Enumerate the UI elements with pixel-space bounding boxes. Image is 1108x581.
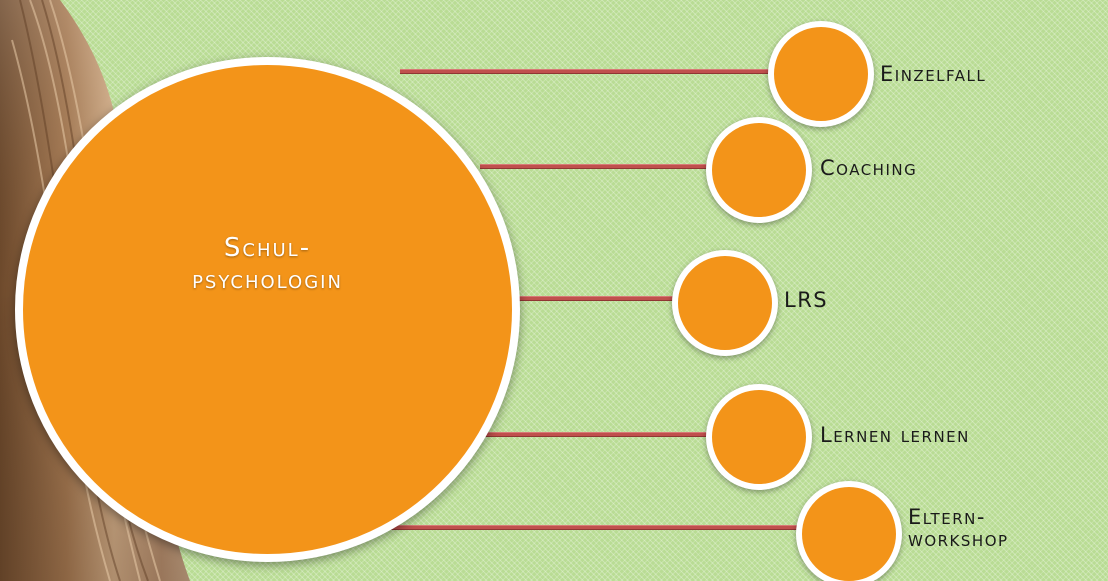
connector-elternworkshop	[385, 525, 805, 530]
center-node-circle	[15, 57, 520, 562]
node-label-lernen-lernen: Lernen lernen	[820, 424, 970, 446]
node-label-coaching: Coaching	[820, 157, 917, 179]
center-node-label-line2: psychologin	[192, 265, 343, 295]
node-label-lrs: LRS	[784, 289, 828, 311]
node-label-elternworkshop-line2: workshop	[908, 527, 1009, 551]
node-label-elternworkshop-line1: Eltern-	[908, 505, 986, 529]
center-node-label-line1: Schul-	[223, 233, 312, 263]
node-label-coaching-text: Coaching	[820, 156, 918, 180]
node-label-lrs-text: LRS	[784, 288, 829, 312]
node-circle-lernen-lernen	[706, 384, 812, 490]
node-label-einzelfall: Einzelfall	[880, 63, 986, 85]
center-node-label: Schul- psychologin	[110, 232, 425, 296]
node-circle-lrs	[672, 250, 778, 356]
connector-einzelfall	[400, 69, 785, 74]
node-label-einzelfall-text: Einzelfall	[880, 62, 987, 86]
node-circle-einzelfall	[768, 21, 874, 127]
node-circle-elternworkshop	[796, 481, 902, 581]
connector-lrs	[510, 296, 690, 301]
node-circle-coaching	[706, 117, 812, 223]
node-label-elternworkshop: Eltern- workshop	[908, 506, 1009, 550]
connector-coaching	[480, 164, 720, 169]
node-label-lernen-lernen-text: Lernen lernen	[820, 423, 970, 447]
connector-lernen-lernen	[480, 432, 720, 437]
